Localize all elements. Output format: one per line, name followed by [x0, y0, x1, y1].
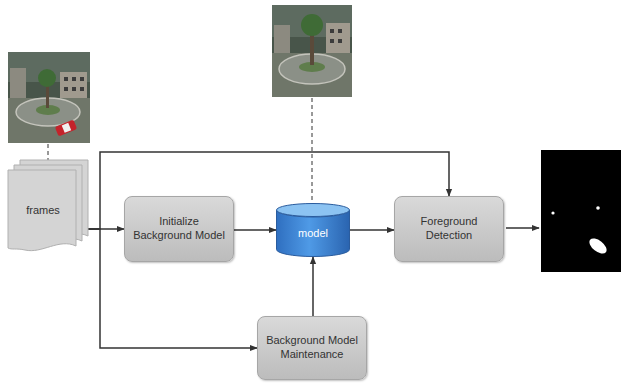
mask-blob	[596, 206, 600, 210]
mask-ground	[541, 150, 621, 272]
node-label: Background Model Maintenance	[265, 334, 359, 362]
dashed-leader	[48, 144, 49, 162]
foreground-mask	[541, 150, 621, 272]
window	[72, 87, 76, 91]
node-label: frames	[26, 204, 60, 218]
flow-arrow	[234, 229, 276, 231]
tree-trunk	[310, 31, 314, 65]
document-page	[8, 170, 76, 251]
node-texts: model	[298, 227, 328, 241]
mask-blob	[587, 236, 610, 257]
tree-crown	[301, 14, 323, 36]
window	[330, 29, 334, 33]
building	[10, 68, 26, 100]
background-thumbnail	[272, 5, 352, 97]
node-texts: frames	[26, 204, 60, 218]
frame-thumbnail	[8, 52, 90, 143]
window	[72, 77, 76, 81]
flow-arrow	[312, 257, 314, 316]
cylinder-top	[277, 204, 350, 217]
node-texts: Foreground Detection	[402, 215, 496, 243]
tree-crown	[38, 69, 56, 87]
process-box: Foreground Detection	[394, 196, 504, 262]
window	[80, 87, 84, 91]
dashed-leader	[312, 98, 313, 202]
window	[330, 39, 334, 43]
car	[55, 120, 77, 137]
building	[274, 25, 290, 55]
node-label: Foreground Detection	[402, 215, 496, 243]
node-label: Initialize Background Model	[132, 215, 226, 243]
window	[64, 77, 68, 81]
model-store: model	[276, 203, 350, 257]
node-texts: Background Model Maintenance	[265, 334, 359, 362]
building	[60, 72, 87, 102]
thumb-ground	[8, 52, 90, 143]
window	[338, 39, 342, 43]
frames-stack: frames	[8, 160, 88, 252]
output-arrow	[506, 227, 539, 229]
window	[80, 77, 84, 81]
flow-arrow	[350, 229, 394, 231]
window	[64, 87, 68, 91]
thumb-ground	[272, 5, 352, 97]
process-box: Initialize Background Model	[124, 196, 234, 262]
process-box: Background Model Maintenance	[257, 316, 367, 380]
building	[326, 23, 350, 55]
node-label: model	[298, 227, 328, 241]
window	[338, 29, 342, 33]
node-texts: Initialize Background Model	[132, 215, 226, 243]
mask-blob	[551, 211, 554, 214]
